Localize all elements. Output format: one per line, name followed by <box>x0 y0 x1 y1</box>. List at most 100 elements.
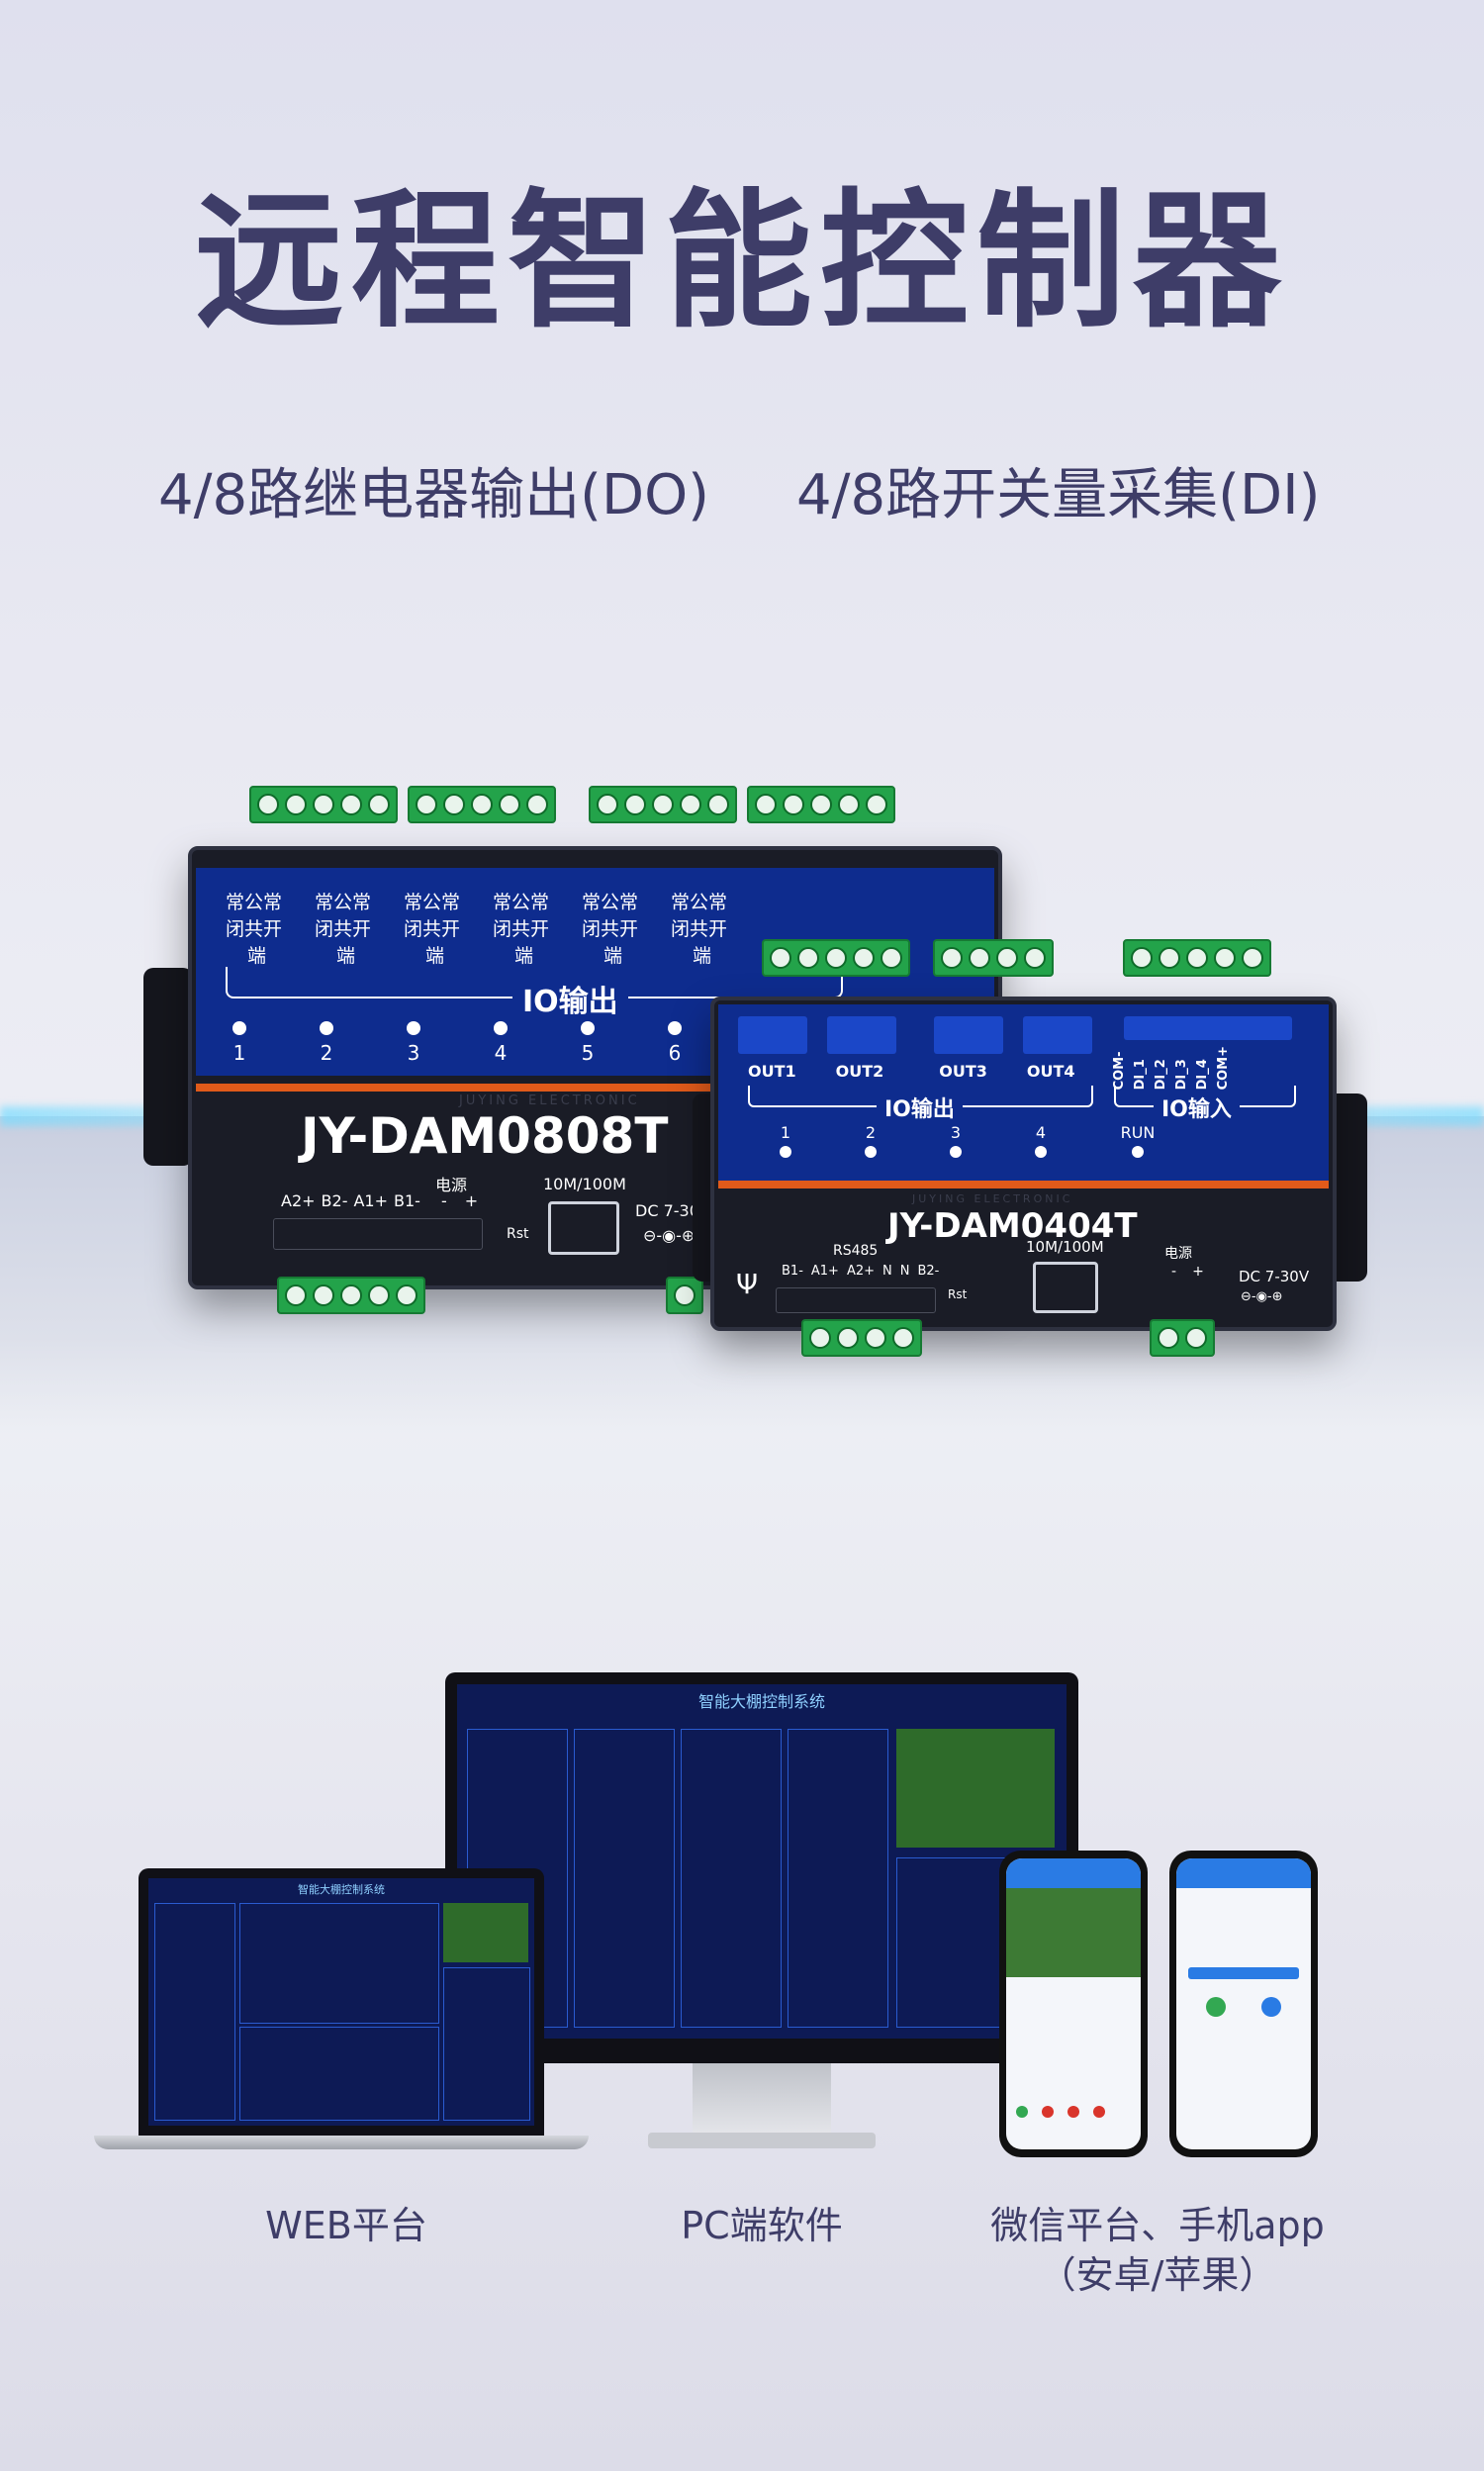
laptop-screen: 智能大棚控制系统 <box>148 1878 534 2126</box>
monitor-screen: 智能大棚控制系统 <box>457 1684 1067 2039</box>
rs485-label: RS485 <box>833 1243 879 1259</box>
app-icon <box>1261 1997 1281 2017</box>
login-button <box>1188 1967 1299 1979</box>
antenna-icon: Ψ <box>736 1268 759 1300</box>
laptop-bezel: 智能大棚控制系统 <box>139 1868 544 2136</box>
channel-led: 6 <box>666 1021 684 1065</box>
terminal-block <box>1150 1319 1215 1357</box>
relay-label: 常公常 <box>315 892 372 913</box>
input-label: COM- <box>1112 1051 1127 1091</box>
laptop-base <box>94 2136 589 2149</box>
camera-panel <box>896 1729 1055 1848</box>
channel-led: 1 <box>778 1123 793 1158</box>
phone-header <box>1006 1858 1141 1888</box>
relay-group: 常公常 闭共开 端 <box>315 888 390 968</box>
relay-switch-icon <box>934 1016 1003 1054</box>
eth-label: 10M/100M <box>1026 1238 1104 1256</box>
screw-terminals <box>776 1287 936 1313</box>
pin-label: + <box>1192 1264 1204 1280</box>
phone-right <box>1169 1851 1318 2157</box>
power-label: 电源 <box>1164 1246 1192 1262</box>
laptop: 智能大棚控制系统 <box>94 1868 589 2155</box>
channel-led: 3 <box>948 1123 964 1158</box>
screen-title: 智能大棚控制系统 <box>697 1692 825 1711</box>
pin-label: A2+ <box>281 1191 316 1210</box>
input-label: COM+ <box>1216 1046 1231 1091</box>
terminal-block <box>747 786 895 823</box>
ethernet-port-icon <box>548 1201 619 1255</box>
relay-label: 端 <box>336 945 356 967</box>
rs485-pins: B1- A1+ A2+ N N B2- <box>782 1264 939 1279</box>
pin-label: - <box>1171 1264 1177 1280</box>
input-label: DI_4 <box>1195 1059 1210 1091</box>
pin-label: B1- <box>394 1191 420 1210</box>
channel-number: 4 <box>494 1041 508 1065</box>
relay-group: 常公常 闭共开 端 <box>671 888 746 968</box>
pin-label: A1+ <box>353 1191 388 1210</box>
channel-led: 3 <box>405 1021 422 1065</box>
relay-label: 常公常 <box>671 892 728 913</box>
channel-number: 2 <box>865 1123 877 1142</box>
pin-label: A1+ <box>810 1264 839 1279</box>
page-title: 远程智能控制器 <box>194 176 1289 348</box>
relay-group: 常公常 闭共开 端 <box>226 888 301 968</box>
io-output-label: IO输出 <box>877 1092 963 1123</box>
pin-label: N <box>882 1264 892 1279</box>
output-relays <box>738 1016 1092 1054</box>
channel-number: 3 <box>407 1041 420 1065</box>
input-labels: COM- DI_1 DI_2 DI_3 DI_4 COM+ <box>1112 1046 1231 1090</box>
caption-web: WEB平台 <box>265 2204 427 2247</box>
pin-label: N <box>899 1264 910 1279</box>
relay-label: 端 <box>693 945 712 967</box>
input-label: DI_1 <box>1133 1059 1148 1091</box>
mounting-ear <box>143 968 193 1166</box>
channel-led: 2 <box>863 1123 879 1158</box>
relay-label: 端 <box>514 945 534 967</box>
dc-label: DC 7-30V <box>1239 1268 1310 1285</box>
terminal-block <box>666 1277 703 1314</box>
orange-stripe <box>196 1084 994 1092</box>
pin-label: B2- <box>917 1264 940 1279</box>
output-labels: OUT1 OUT2 OUT3 OUT4 <box>748 1062 1075 1081</box>
3d-model-panel <box>239 1903 439 2024</box>
phone-header <box>1176 1858 1311 1888</box>
rs485-pins: A2+ B2- A1+ B1- <box>281 1191 420 1210</box>
phone-screen <box>1006 1858 1141 2149</box>
channel-leds: 1 2 3 4 5 6 <box>231 1021 684 1065</box>
camera-panel <box>443 1903 528 1962</box>
power-pins: - + <box>441 1191 478 1210</box>
pin-label: B2- <box>321 1191 348 1210</box>
phone-left <box>999 1851 1148 2157</box>
relay-label: 端 <box>247 945 267 967</box>
relay-label: 端 <box>425 945 445 967</box>
terminal-block <box>1123 939 1271 977</box>
terminal-block <box>249 786 398 823</box>
sidebar-panel <box>154 1903 235 2121</box>
screw-terminals <box>273 1218 483 1250</box>
channel-led: 4 <box>1033 1123 1049 1158</box>
pin-label: - <box>441 1191 447 1210</box>
model-name: JY-DAM0808T <box>301 1107 669 1165</box>
monitor-stand <box>693 2063 831 2138</box>
subtitle-di: 4/8路开关量采集(DI) <box>796 463 1321 527</box>
terminal-block <box>762 939 910 977</box>
output-label: OUT2 <box>835 1062 884 1081</box>
channel-number: 4 <box>1035 1123 1047 1142</box>
relay-switch-icon <box>738 1016 807 1054</box>
terminal-block <box>801 1319 922 1357</box>
output-label: OUT1 <box>748 1062 796 1081</box>
relay-labels: 常公常 闭共开 端 常公常 闭共开 端 常公常 闭共开 端 <box>226 888 977 967</box>
relay-label: 常公常 <box>582 892 639 913</box>
io-input-label: IO输入 <box>1154 1092 1240 1123</box>
caption-mobile-line2: （安卓/苹果） <box>1038 2253 1277 2297</box>
subtitle-do: 4/8路继电器输出(DO) <box>158 463 710 527</box>
relay-label: 闭共开 <box>493 918 550 940</box>
relay-label: 常公常 <box>226 892 283 913</box>
table-panel <box>239 2027 439 2121</box>
dc-label: DC 7-30V <box>635 1201 710 1220</box>
dashboard-panel <box>574 1729 675 2028</box>
pin-label: B1- <box>782 1264 803 1279</box>
watermark: JUYING ELECTRONIC <box>912 1192 1073 1205</box>
relay-switch-icon <box>827 1016 896 1054</box>
pin-label: + <box>464 1191 479 1210</box>
